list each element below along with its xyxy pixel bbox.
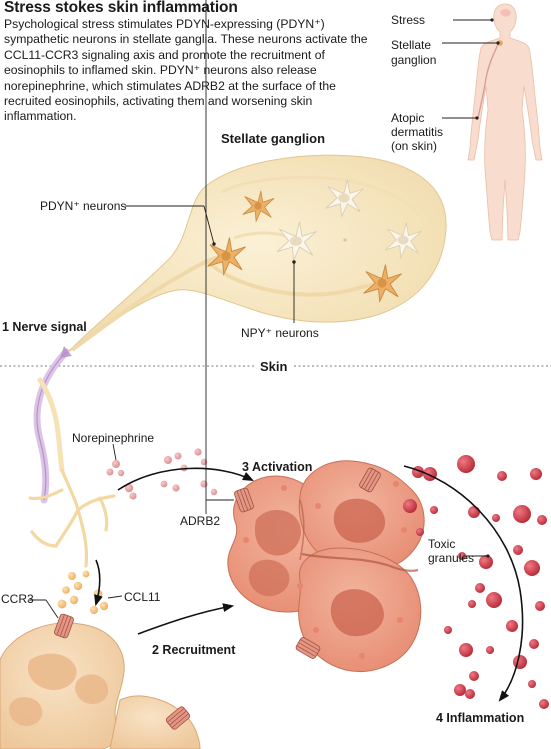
step-recruitment: 2 Recruitment bbox=[152, 643, 236, 657]
label-stellate-ganglion-line2: ganglion bbox=[391, 53, 437, 67]
label-norepinephrine: Norepinephrine bbox=[72, 431, 155, 445]
nerve-fiber bbox=[28, 346, 116, 568]
label-npy-neurons: NPY⁺ neurons bbox=[241, 326, 319, 340]
page-title: Stress stokes skin inflammation bbox=[4, 0, 238, 16]
label-stellate-ganglion-line1: Stellate bbox=[391, 38, 432, 52]
label-atopic-line1: Atopic bbox=[391, 111, 425, 125]
label-pdyn-neurons: PDYN⁺ neurons bbox=[40, 199, 127, 213]
recruited-eosinophils-bottom bbox=[0, 599, 201, 749]
label-toxic-granules-line1: Toxic bbox=[428, 537, 456, 551]
process-arrows bbox=[94, 465, 524, 702]
human-body-figure bbox=[442, 3, 543, 241]
step-inflammation: 4 Inflammation bbox=[436, 711, 525, 725]
skin-header: Skin bbox=[260, 359, 288, 374]
intro-text: Psychological stress stimulates PDYN-exp… bbox=[4, 17, 368, 124]
toxic-granules bbox=[403, 455, 549, 709]
label-adrb2: ADRB2 bbox=[180, 514, 221, 528]
label-atopic-line3: (on skin) bbox=[391, 139, 438, 153]
step-nerve-signal: 1 Nerve signal bbox=[2, 320, 87, 334]
stellate-ganglion bbox=[67, 154, 447, 353]
label-ccl11: CCL11 bbox=[124, 590, 161, 604]
label-ccr3: CCR3 bbox=[1, 592, 34, 606]
ccl11-molecules bbox=[57, 570, 123, 614]
activated-eosinophils bbox=[205, 0, 425, 672]
stellate-ganglion-header: Stellate ganglion bbox=[221, 131, 326, 146]
label-stress: Stress bbox=[391, 13, 426, 27]
label-atopic-line2: dermatitis bbox=[391, 125, 444, 139]
label-toxic-granules-line2: granules bbox=[428, 551, 475, 565]
step-activation: 3 Activation bbox=[242, 460, 313, 474]
